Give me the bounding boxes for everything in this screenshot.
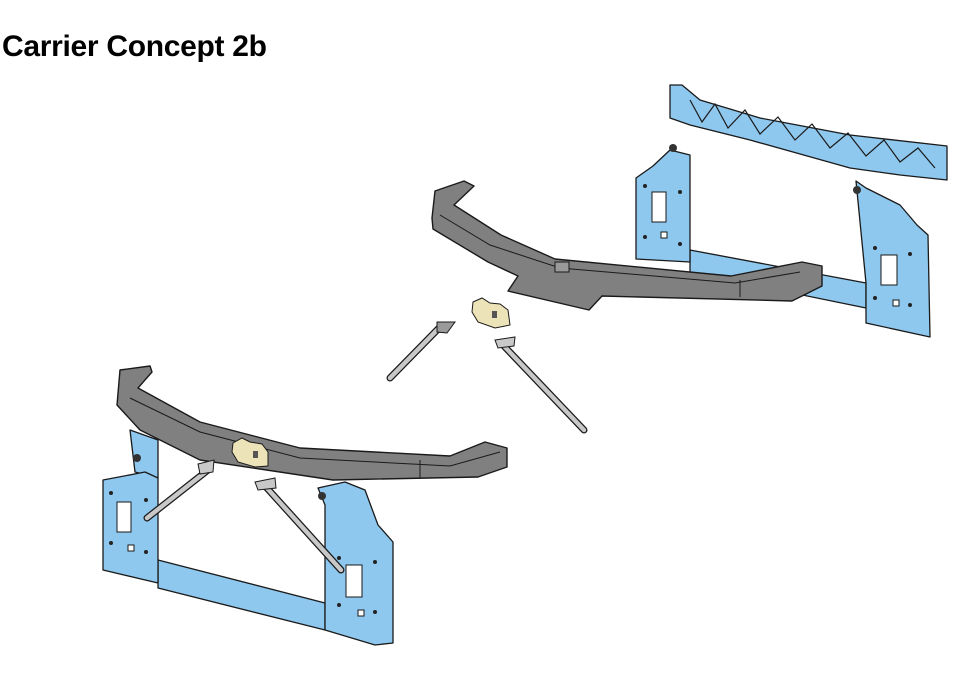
frame-top-truss	[669, 84, 948, 181]
bolt-icon	[133, 454, 141, 462]
assembled-stays	[143, 459, 345, 574]
plate-opening	[345, 564, 363, 598]
exploded-latch	[471, 297, 511, 329]
assembled-bumper-beam	[116, 365, 508, 481]
bolt-icon	[853, 186, 861, 194]
plate-opening	[880, 254, 898, 286]
frame-right-plate	[317, 481, 394, 646]
exploded-bumper-beam	[431, 180, 823, 311]
assembled-latch	[231, 437, 269, 468]
exploded-stays	[386, 321, 588, 434]
plate-opening	[116, 501, 132, 533]
bolt-icon	[669, 144, 677, 152]
plate-opening	[651, 191, 667, 223]
assembled-carrier-frame	[102, 429, 394, 646]
page-title: Carrier Concept 2b	[2, 30, 267, 63]
frame-bottom-bar	[157, 559, 326, 631]
bolt-icon	[318, 492, 326, 500]
